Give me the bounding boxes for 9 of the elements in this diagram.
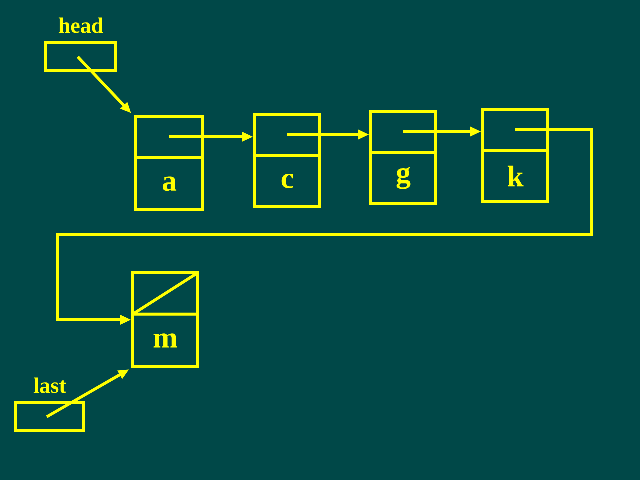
list-node: c <box>254 114 322 208</box>
list-node: m <box>132 272 200 368</box>
pointer-box: last <box>14 378 86 432</box>
node-label: last <box>34 378 66 394</box>
node-label: head <box>58 18 104 34</box>
list-node: k <box>482 108 550 204</box>
list-node: a <box>134 116 204 212</box>
list-node: g <box>370 110 438 206</box>
pointer-box: head <box>44 18 118 72</box>
